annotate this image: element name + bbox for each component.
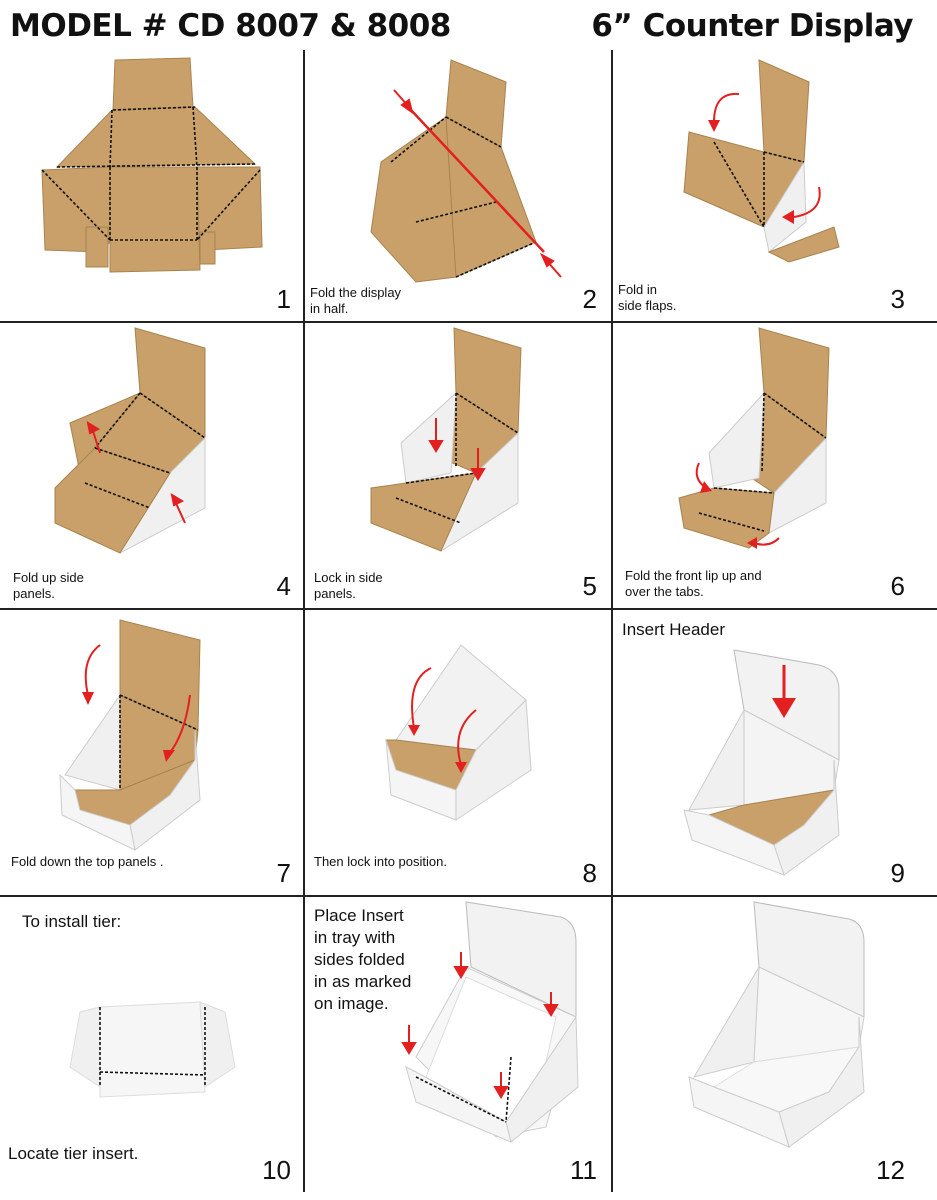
grid-divider xyxy=(611,50,613,1192)
display-title-heading: 6” Counter Display xyxy=(591,8,913,44)
step-caption: Place Insert in tray with sides folded i… xyxy=(314,906,412,1013)
step-11-panel: Place Insert in tray with sides folded i… xyxy=(306,897,611,1192)
step-number: 4 xyxy=(276,571,291,601)
step-10-panel: To install tier: Locate tier insert. 10 xyxy=(0,897,305,1192)
step-8-panel: Then lock into position. 8 xyxy=(306,610,611,895)
step-number: 11 xyxy=(570,1155,597,1185)
fold-up-side-panels-illustration xyxy=(54,327,206,554)
step-caption-secondary: Locate tier insert. xyxy=(8,1144,139,1163)
step-6-panel: Fold the front lip up and over the tabs.… xyxy=(614,323,919,608)
fold-front-lip-illustration xyxy=(678,327,830,549)
step-caption: Fold in side flaps. xyxy=(618,282,677,313)
step-number: 2 xyxy=(582,284,597,314)
grid-divider xyxy=(0,608,937,610)
step-number: 6 xyxy=(890,571,905,601)
step-number: 3 xyxy=(890,284,905,314)
step-number: 5 xyxy=(582,571,597,601)
step-3-panel: Fold in side flaps. 3 xyxy=(614,52,919,321)
place-insert-illustration xyxy=(401,901,579,1143)
fold-in-half-illustration xyxy=(370,59,562,283)
flat-blank-illustration xyxy=(41,57,263,273)
step-7-panel: Fold down the top panels . 7 xyxy=(0,610,305,895)
step-caption: Then lock into position. xyxy=(314,854,447,869)
step-number: 9 xyxy=(890,858,905,888)
step-caption: Fold down the top panels . xyxy=(11,854,164,869)
step-caption: Fold the front lip up and over the tabs. xyxy=(625,568,762,599)
lock-into-position-illustration xyxy=(385,644,532,821)
step-caption: Insert Header xyxy=(622,620,725,639)
grid-divider xyxy=(0,321,937,323)
step-number: 12 xyxy=(876,1155,905,1185)
step-5-panel: Lock in side panels. 5 xyxy=(306,323,611,608)
fold-side-flaps-illustration xyxy=(683,59,840,263)
step-9-panel: Insert Header 9 xyxy=(614,610,919,895)
tier-insert-illustration xyxy=(69,1001,236,1098)
step-number: 8 xyxy=(582,858,597,888)
step-caption: Lock in side panels. xyxy=(314,570,383,601)
step-2-panel: Fold the display in half. 2 xyxy=(306,52,611,321)
grid-divider xyxy=(0,895,937,897)
finished-display-illustration xyxy=(688,901,865,1148)
step-caption: To install tier: xyxy=(22,912,122,931)
lock-side-panels-illustration xyxy=(370,327,522,552)
step-number: 10 xyxy=(262,1155,291,1185)
step-4-panel: Fold up side panels. 4 xyxy=(0,323,305,608)
grid-divider xyxy=(303,50,305,1192)
model-number-heading: MODEL # CD 8007 & 8008 xyxy=(10,8,451,44)
insert-header-illustration xyxy=(683,649,840,876)
step-number: 7 xyxy=(276,858,291,888)
step-caption: Fold up side panels. xyxy=(13,570,84,601)
fold-down-top-panels-illustration xyxy=(59,619,201,851)
step-1-panel: 1 xyxy=(0,52,305,321)
step-caption: Fold the display in half. xyxy=(310,285,402,316)
step-12-panel: 12 xyxy=(614,897,919,1192)
step-number: 1 xyxy=(276,284,291,314)
